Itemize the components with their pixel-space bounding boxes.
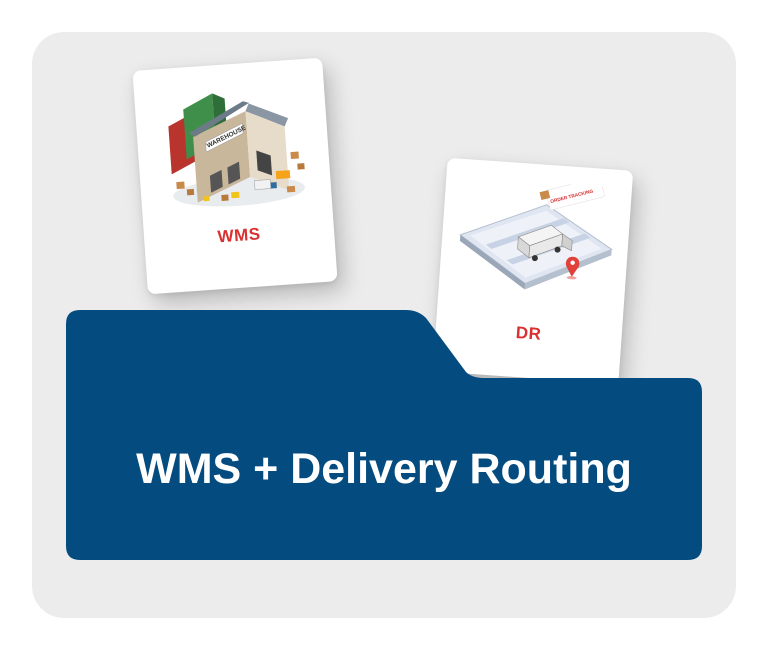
wms-card[interactable]: WAREHOUSE WMS — [132, 57, 338, 295]
folder: WMS + Delivery Routing — [66, 310, 702, 560]
delivery-tracking-illustration: ORDER TRACKING — [459, 177, 613, 290]
dr-card[interactable]: ORDER TRACKING DR — [432, 157, 634, 385]
wms-card-label: WMS — [217, 224, 262, 247]
folder-shape — [66, 310, 702, 560]
folder-title: WMS + Delivery Routing — [136, 445, 632, 493]
warehouse-illustration: WAREHOUSE — [168, 93, 305, 207]
